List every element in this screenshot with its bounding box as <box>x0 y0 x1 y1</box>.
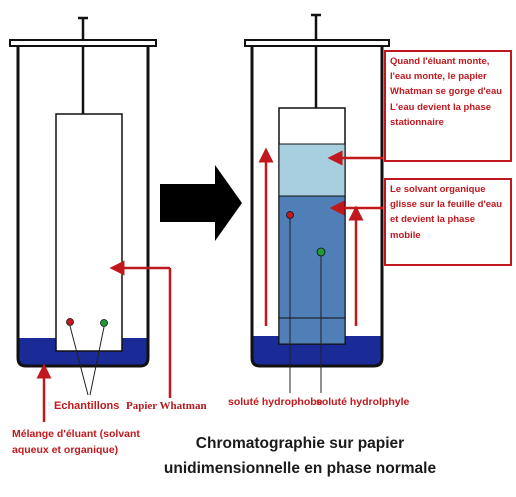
transition-arrow <box>160 165 242 241</box>
paper-label: Papier Whatman <box>126 400 207 412</box>
right-beaker <box>244 13 390 393</box>
samples-label: Echantillons <box>54 400 120 412</box>
solvent-note-line: mobile <box>390 229 421 241</box>
caption-line1: Chromatographie sur papier <box>195 435 405 452</box>
hydrophyle-label: soluté hydrolphyle <box>316 396 410 408</box>
samples-pointer-1 <box>69 325 89 396</box>
solvent-note-line: glisse sur la feuille d'eau <box>390 199 503 211</box>
right-water-phase <box>278 143 346 197</box>
left-beaker <box>9 16 172 422</box>
water-note-line: Quand l'éluant monte, <box>390 56 490 67</box>
right-beaker-rim <box>244 39 390 47</box>
left-whatman-paper <box>55 113 123 352</box>
eluent-label-line2: aqueux et organique) <box>12 444 119 457</box>
water-note-line: stationnaire <box>390 116 444 128</box>
solvent-phase-note: Le solvant organique glisse sur la feuil… <box>384 178 512 266</box>
eluent-label: Mélange d'éluant (solvant aqueux et orga… <box>12 426 140 459</box>
left-beaker-outline <box>16 46 150 368</box>
solvent-note-line: Le solvant organique <box>390 184 486 195</box>
samples-pointer-2 <box>89 326 105 396</box>
left-sample-red <box>66 318 74 326</box>
left-sample-green <box>100 319 108 327</box>
left-beaker-rim <box>9 39 157 47</box>
figure-caption: Chromatographie sur papier unidimensionn… <box>135 432 465 482</box>
right-sample-red <box>286 211 294 219</box>
water-phase-note: Quand l'éluant monte, l'eau monte, le pa… <box>384 50 512 162</box>
water-note-line: Whatman se gorge d'eau <box>390 86 503 98</box>
solvent-note-line: et devient la phase <box>390 214 476 226</box>
water-note-line: l'eau monte, le papier <box>390 71 487 83</box>
eluent-label-line1: Mélange d'éluant (solvant <box>12 428 140 440</box>
caption-line2: unidimensionnelle en phase normale <box>163 459 437 477</box>
hydrophobe-label: soluté hydrophobe <box>228 396 323 408</box>
right-sample-green <box>316 247 326 257</box>
water-note-line: L'eau devient la phase <box>390 101 491 113</box>
right-beaker-outline <box>250 46 384 368</box>
